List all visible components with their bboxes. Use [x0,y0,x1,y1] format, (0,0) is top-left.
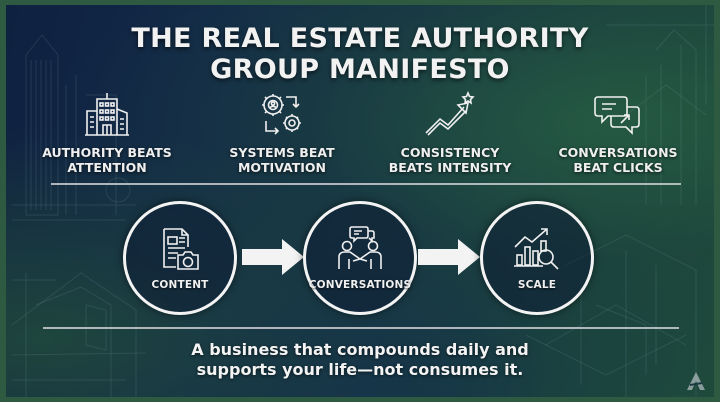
principle-line-2: ATTENTION [67,160,147,175]
process-flow: CONTENT CONVERSATIONS [6,201,714,321]
top-divider [51,183,681,185]
tagline: A business that compounds daily and supp… [6,340,714,380]
arrow-right-icon [242,239,304,275]
flow-step-content: CONTENT [123,201,237,315]
principle-line-1: AUTHORITY BEATS [42,145,172,160]
brand-logo-icon [687,372,705,390]
architecture-background-art [11,5,714,397]
principle-line-1: CONSISTENCY [400,145,500,160]
tagline-line-2: supports your life—not consumes it. [196,360,524,379]
chat-bubbles-icon [594,96,640,135]
flow-step-conversations: CONVERSATIONS [303,201,417,315]
flow-step-scale: SCALE [480,201,594,315]
trend-up-star-icon [425,91,475,136]
title-line-2: GROUP MANIFESTO [210,54,510,85]
bottom-divider [43,327,679,329]
handshake-chat-icon [338,226,382,269]
flow-step-label: SCALE [517,279,557,291]
tagline-line-1: A business that compounds daily and [191,340,529,359]
title-line-1: THE REAL ESTATE AUTHORITY [131,23,589,54]
arrow-right-icon [418,239,480,275]
flow-step-label: CONTENT [151,279,209,291]
office-building-icon [85,93,129,136]
flow-step-label: CONVERSATIONS [308,279,412,291]
gears-cycle-icon [262,94,301,135]
document-camera-icon [163,228,199,270]
principle-line-2: BEATS INTENSITY [388,160,512,175]
principle-consistency: CONSISTENCY BEATS INTENSITY [370,89,530,175]
principle-authority: AUTHORITY BEATS ATTENTION [27,89,187,175]
principle-systems: SYSTEMS BEAT MOTIVATION [202,89,362,175]
principle-line-2: MOTIVATION [237,160,327,175]
principle-conversations: CONVERSATIONS BEAT CLICKS [538,89,698,175]
principles-row: AUTHORITY BEATS ATTENTION [6,89,714,179]
manifesto-panel: THE REAL ESTATE AUTHORITY GROUP MANIFEST… [6,5,714,397]
principle-line-1: SYSTEMS BEAT [229,145,335,160]
page-title: THE REAL ESTATE AUTHORITY GROUP MANIFEST… [6,23,714,85]
principle-line-2: BEAT CLICKS [573,160,663,175]
principle-line-1: CONVERSATIONS [558,145,678,160]
bar-chart-magnifier-icon [514,228,559,270]
